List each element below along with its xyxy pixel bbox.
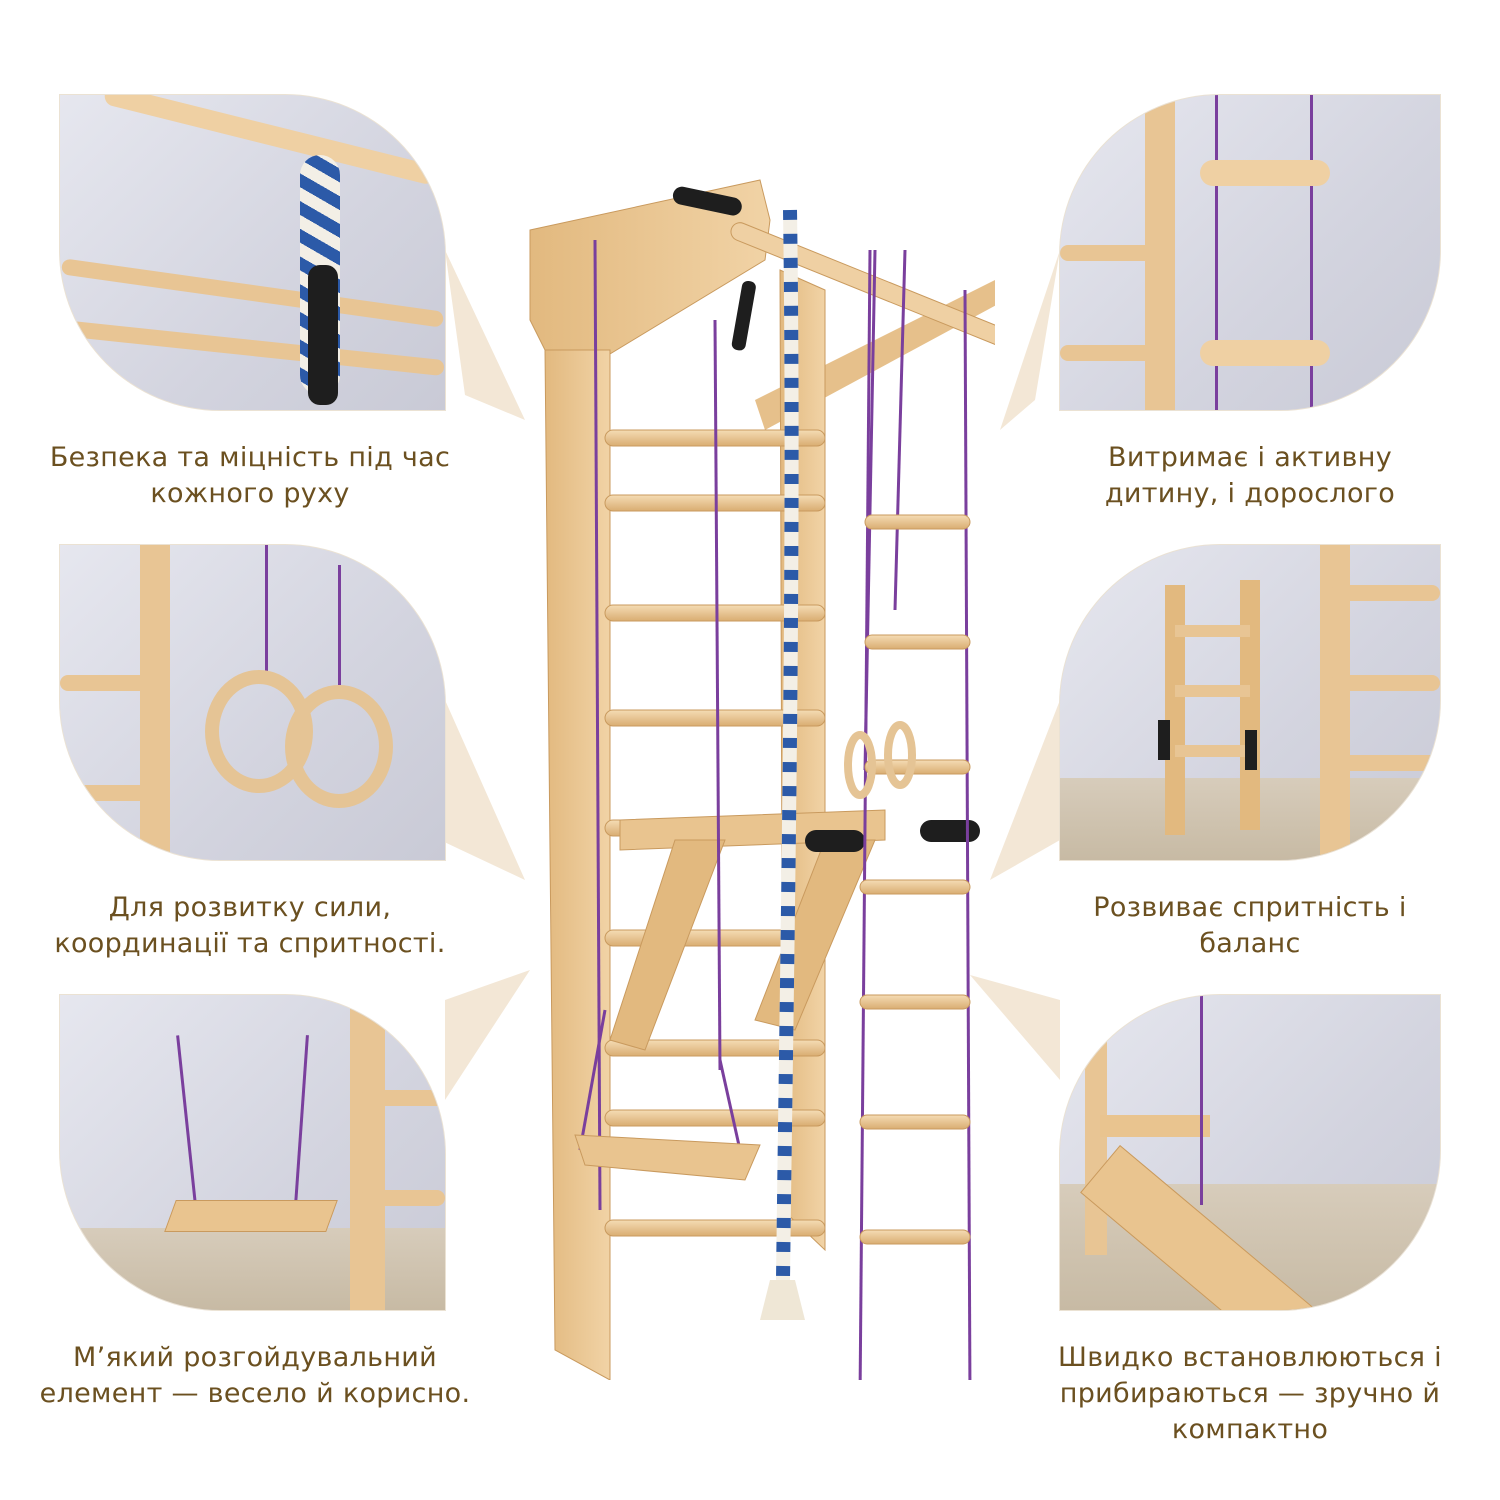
caption-install-line-2: прибираються — зручно й [1059, 1378, 1441, 1409]
caption-swing-line-2: елемент — весело й корисно. [39, 1378, 471, 1409]
caption-install-line-1: Швидко встановлюються і [1058, 1342, 1442, 1373]
caption-swing: М’який розгойдувальний елемент — весело … [25, 1340, 485, 1412]
photo-slide [1060, 995, 1440, 1310]
caption-agility-line-1: Розвиває спритність і [1093, 892, 1407, 923]
gym-rings [844, 721, 916, 799]
caption-strength-line-1: Витримає і активну [1108, 442, 1392, 473]
caption-safety: Безпека та міцність під час кожного руху [30, 440, 470, 512]
caption-strength: Витримає і активну дитину, і дорослого [1050, 440, 1450, 512]
caption-agility: Розвиває спритність і баланс [1050, 890, 1450, 962]
caption-safety-line-2: кожного руху [150, 478, 350, 509]
swing-seat [574, 1009, 761, 1181]
photo-wooden-ladder [1060, 545, 1440, 860]
top-grip-handle [672, 186, 742, 216]
climbing-rope [731, 209, 805, 1320]
left-stile [544, 349, 611, 1380]
top-mount-bracket [529, 179, 771, 361]
photo-swing [60, 995, 445, 1310]
swedish-wall-product-image [529, 179, 995, 1380]
caption-agility-line-2: баланс [1199, 928, 1301, 959]
caption-development-line-1: Для розвитку сили, [108, 892, 392, 923]
caption-install-line-3: компактно [1171, 1414, 1329, 1445]
photo-rope-ladder [1060, 95, 1440, 410]
photo-gym-rings [60, 545, 445, 860]
caption-development-line-2: координації та спритності. [54, 928, 446, 959]
caption-safety-line-1: Безпека та міцність під час [49, 442, 451, 473]
photo-rope-detail [60, 95, 445, 410]
caption-strength-line-2: дитину, і дорослого [1104, 478, 1396, 509]
caption-swing-line-1: М’який розгойдувальний [73, 1342, 437, 1373]
caption-development: Для розвитку сили, координації та спритн… [30, 890, 470, 962]
caption-install: Швидко встановлюються і прибираються — з… [1040, 1340, 1460, 1448]
rope-ladder [859, 514, 971, 1245]
